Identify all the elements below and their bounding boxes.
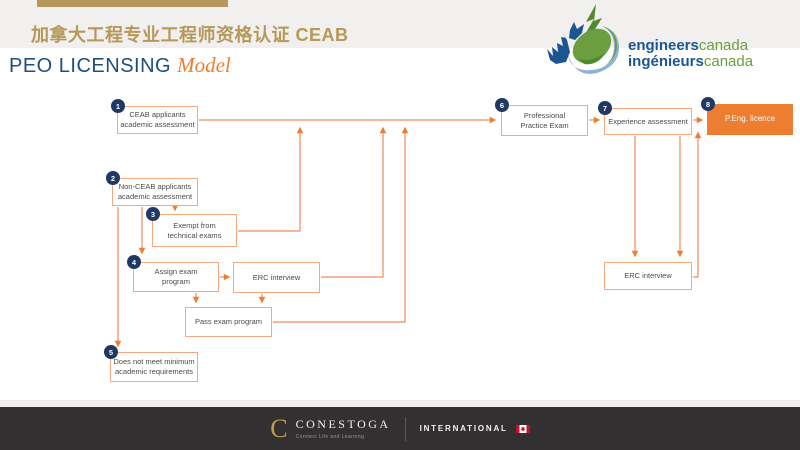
node-7-experience-assessment: 7 Experience assessment [598,101,692,135]
node-erc-interview-left: ERC interview [233,262,320,293]
gold-accent-bar [37,0,228,7]
footer-divider [404,416,406,441]
step-2-badge: 2 [106,171,120,185]
step-5-badge: 5 [104,345,118,359]
step-7-badge: 7 [598,101,612,115]
engineers-canada-logo: engineerscanada ingénieurscanada [540,2,753,78]
node-pass-exam-program: Pass exam program [185,307,272,337]
footer-light-strip [0,400,800,407]
slide-title-chinese: 加拿大工程专业工程师资格认证 CEAB [31,25,349,45]
step-1-badge: 1 [111,99,125,113]
logo-line1-light: canada [698,37,749,54]
canada-flag-icon [515,424,530,433]
step-6-badge: 6 [495,98,509,112]
logo-line2-light: canada [703,53,754,70]
engineers-canada-logo-icon [547,4,620,74]
engineers-canada-logo-text: engineerscanada ingénieurscanada [628,38,753,70]
conestoga-tagline: Connect Life and Learning [295,434,365,440]
international-label: INTERNATIONAL [419,424,508,433]
subtitle-main: PEO LICENSING [9,55,172,77]
node-4-assign-exam-program: 4 Assign exam program [127,255,219,292]
node-6-professional-practice-exam: 6 Professional Practice Exam [495,98,588,136]
node-5-does-not-meet-minimum: 5 Does not meet minimum academic require… [104,345,198,382]
node-8-peng-licence: 8 P.Eng. licence [701,97,793,135]
node-3-exempt-technical-exams: 3 Exempt from technical exams [146,207,237,247]
footer-bar: C CONESTOGA Connect Life and Learning IN… [0,407,800,450]
logo-line2-bold: ingénieurs [628,53,704,70]
step-3-badge: 3 [146,207,160,221]
node-2-non-ceab-applicants: 2 Non-CEAB applicants academic assessmen… [106,171,198,206]
conestoga-logo-icon: C [270,413,288,443]
header-band [0,0,800,48]
logo-line1-bold: engineers [628,37,699,54]
step-8-badge: 8 [701,97,715,111]
step-4-badge: 4 [127,255,141,269]
conestoga-wordmark: CONESTOGA Connect Life and Learning [296,417,391,440]
node-erc-interview-right: ERC interview [604,262,692,290]
conestoga-name: CONESTOGA [295,417,391,431]
node-1-ceab-applicants: 1 CEAB applicants academic assessment [111,99,198,134]
subtitle-accent: Model [177,53,231,77]
